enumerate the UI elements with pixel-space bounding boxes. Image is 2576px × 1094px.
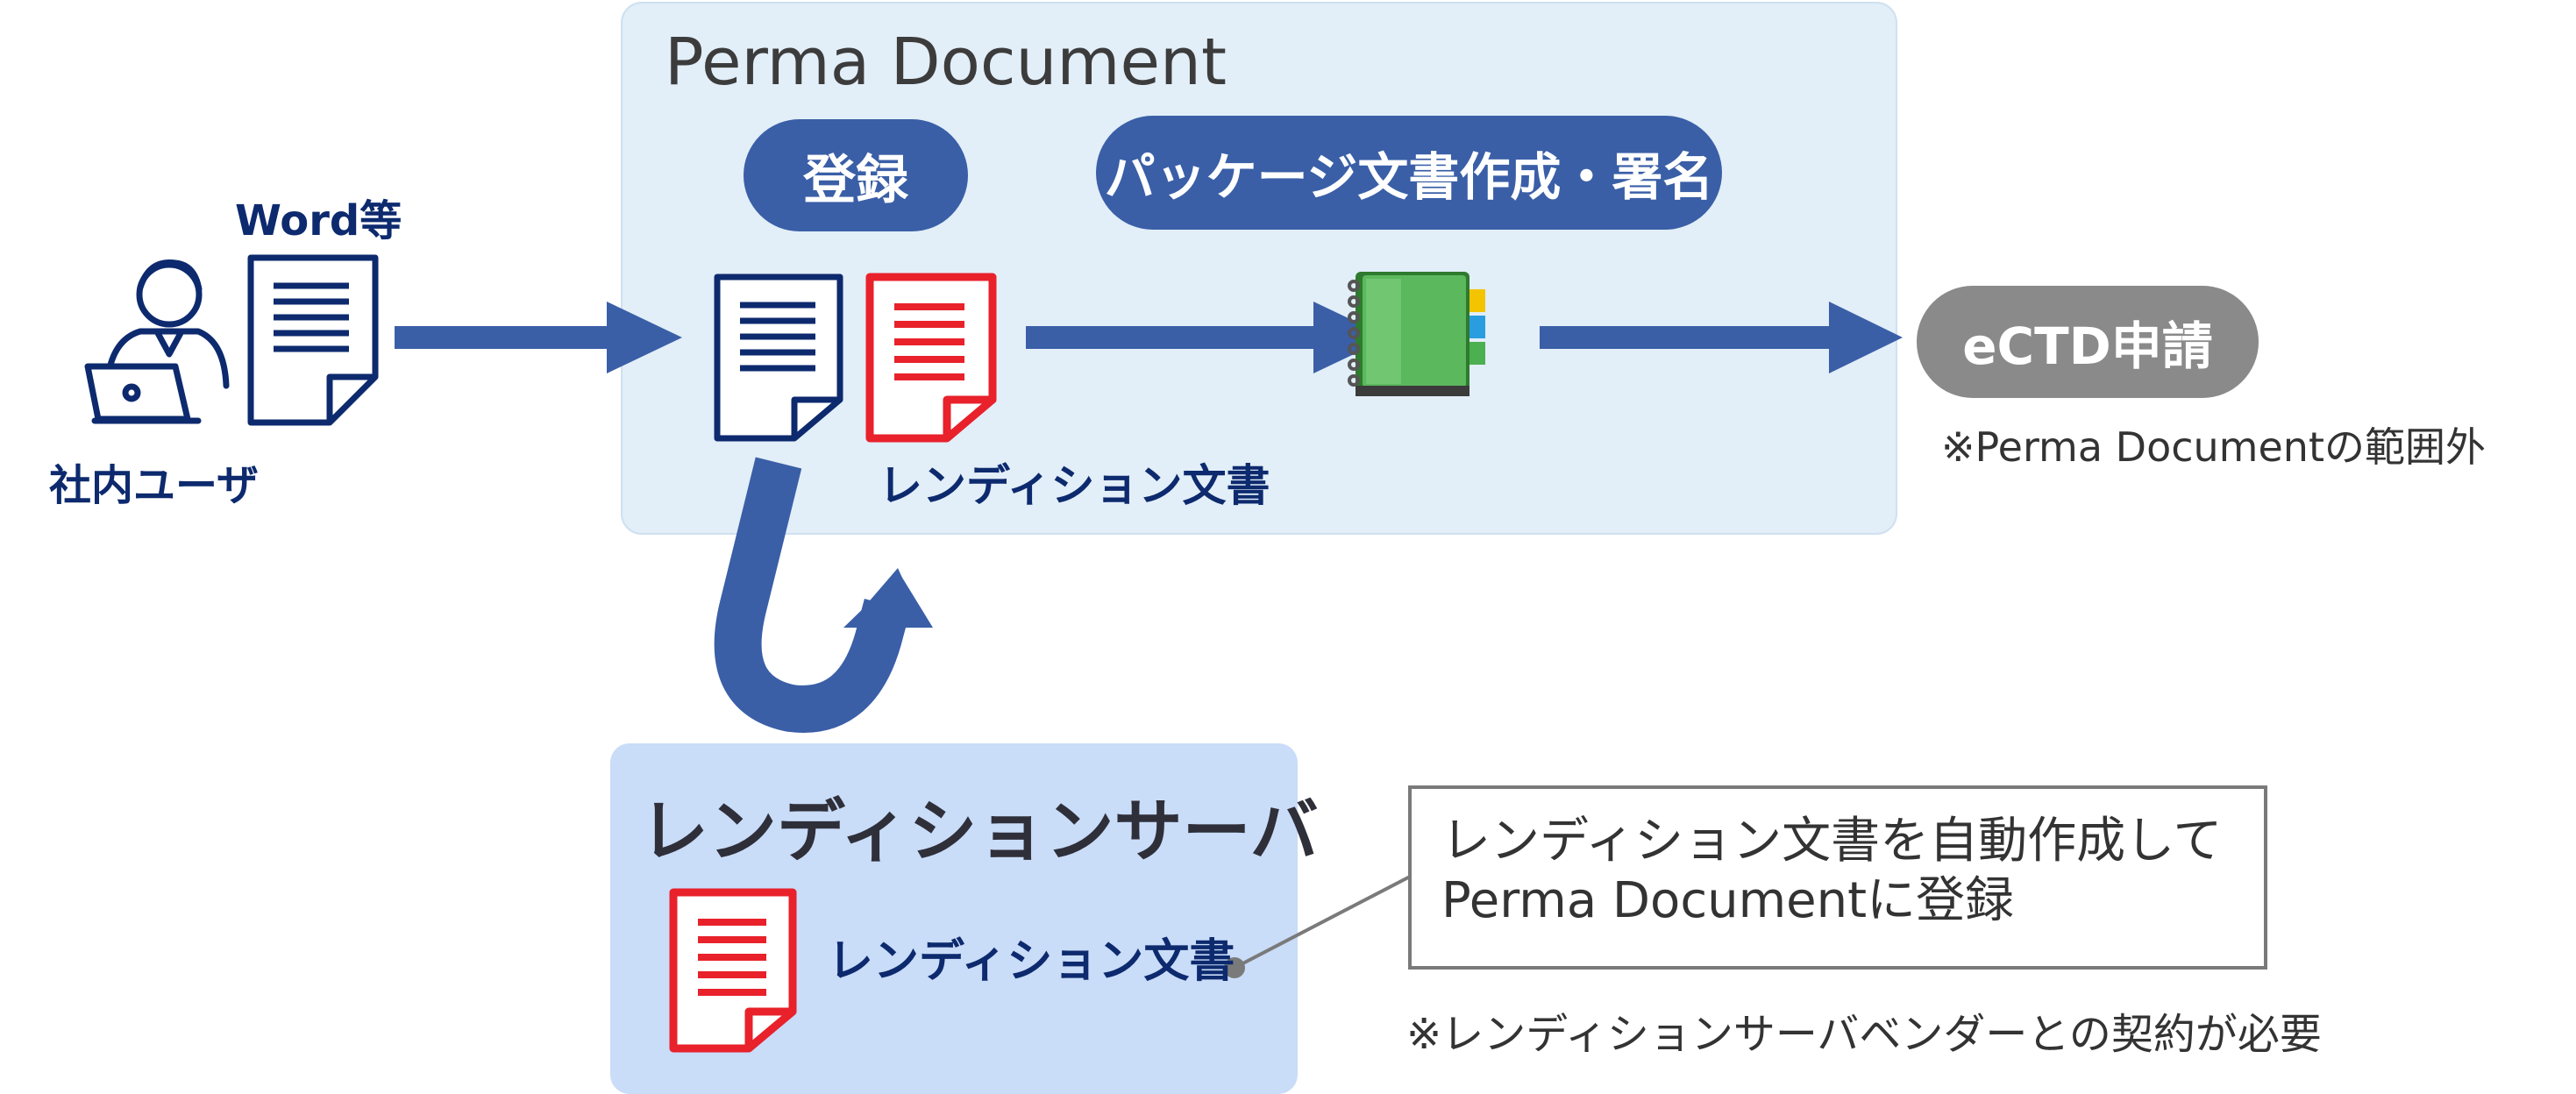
- rendition-doc-label: レンディション文書: [879, 460, 1270, 511]
- arrow-to-ectd: [1540, 302, 1903, 373]
- ectd-step-pill: eCTD申請: [1917, 286, 2259, 398]
- perma-document-title: Perma Document: [665, 25, 1227, 100]
- callout-line-1: レンディション文書を自動作成して: [1441, 813, 2223, 870]
- server-rendition-doc-label: レンディション文書: [828, 935, 1235, 988]
- server-rendition-document-icon: [669, 888, 797, 1053]
- user-label: 社内ユーザ: [49, 461, 260, 510]
- registered-document-icon: [714, 274, 843, 442]
- rendition-document-icon: [865, 273, 997, 443]
- office-user-icon: [84, 259, 230, 424]
- binder-package-icon: [1348, 272, 1485, 396]
- arrow-to-register: [395, 302, 682, 373]
- callout-line-2: Perma Documentに登録: [1441, 872, 2015, 930]
- word-label: Word等: [235, 196, 402, 245]
- callout-connector: [1224, 875, 1411, 978]
- rendition-roundtrip-arrow: [714, 457, 933, 733]
- register-step-pill: 登録: [744, 119, 968, 231]
- word-document-icon: [247, 254, 379, 426]
- vendor-contract-note: ※レンディションサーバベンダーとの契約が必要: [1406, 1010, 2322, 1059]
- package-step-pill: パッケージ文書作成・署名: [1096, 116, 1722, 230]
- ectd-scope-note: ※Perma Documentの範囲外: [1941, 423, 2486, 471]
- rendition-server-title: レンディションサーバ: [640, 792, 1319, 871]
- arrow-to-package: [1026, 302, 1389, 373]
- perma-document-panel: [621, 2, 1897, 535]
- callout-box: レンディション文書を自動作成して Perma Documentに登録: [1408, 785, 2267, 970]
